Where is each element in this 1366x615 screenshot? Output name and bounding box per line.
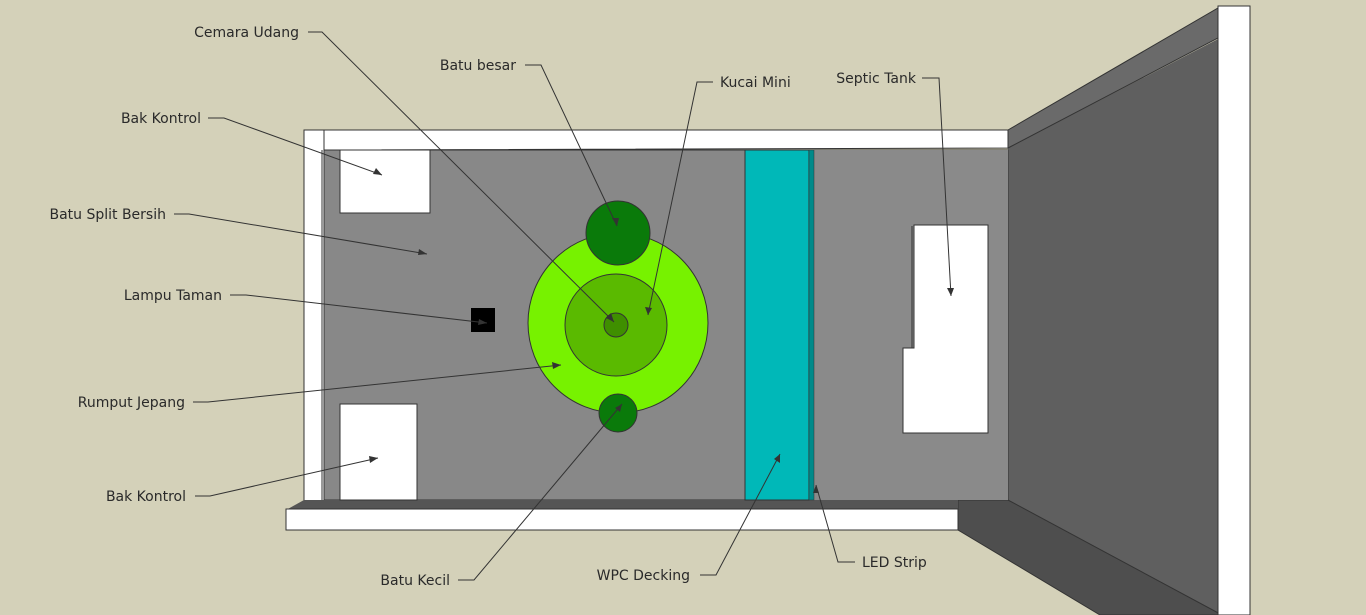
lampu-taman-box (471, 308, 495, 332)
arrowheads (369, 168, 954, 493)
label-batu-split-bersih: Batu Split Bersih (49, 207, 166, 223)
label-kucai-mini: Kucai Mini (720, 75, 791, 91)
top-wall (303, 129, 1009, 151)
label-rumput-jepang: Rumput Jepang (78, 395, 185, 411)
front-step-shadow (286, 500, 958, 510)
label-batu-besar: Batu besar (440, 58, 516, 74)
label-bak-kontrol-top: Bak Kontrol (121, 111, 201, 127)
label-led-strip: LED Strip (862, 555, 927, 571)
left-wall (303, 129, 325, 503)
right-wall-cap (1217, 5, 1251, 615)
batu-besar-circle (585, 200, 651, 266)
label-lampu-taman: Lampu Taman (124, 288, 222, 304)
bak-kontrol-bottom-box (339, 403, 418, 501)
label-septic-tank: Septic Tank (836, 71, 917, 87)
led-strip-line (808, 149, 815, 501)
label-bak-kontrol-bottom: Bak Kontrol (106, 489, 186, 505)
wpc-decking-strip (744, 149, 810, 501)
bak-kontrol-top-box (339, 149, 431, 214)
front-wall (285, 508, 959, 531)
batu-kecil-circle (598, 393, 638, 433)
label-batu-kecil: Batu Kecil (380, 573, 450, 589)
label-cemara-udang: Cemara Udang (194, 25, 299, 41)
label-wpc-decking: WPC Decking (597, 568, 690, 584)
leader-lines (174, 31, 952, 581)
right-wall-face (958, 38, 1222, 615)
septic-tank-shape (902, 224, 989, 434)
